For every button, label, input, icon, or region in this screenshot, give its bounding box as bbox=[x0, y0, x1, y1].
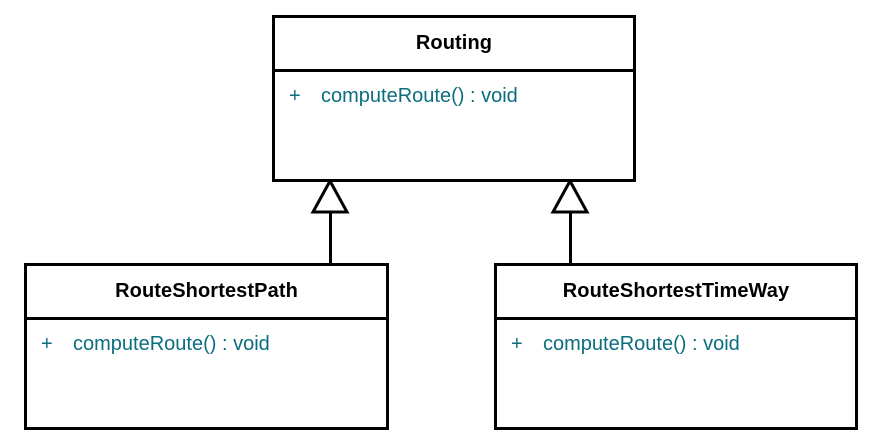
visibility-marker: + bbox=[41, 333, 53, 355]
class-box-route-shortest-path[interactable]: RouteShortestPath + computeRoute() : voi… bbox=[24, 263, 389, 430]
visibility-marker: + bbox=[289, 85, 301, 107]
class-box-route-shortest-time-way[interactable]: RouteShortestTimeWay + computeRoute() : … bbox=[494, 263, 858, 430]
class-name-routing: Routing bbox=[275, 18, 633, 72]
generalization-triangle-icon bbox=[310, 178, 350, 214]
class-name-route-shortest-path: RouteShortestPath bbox=[27, 266, 386, 320]
generalization-triangle-icon bbox=[550, 178, 590, 214]
class-operations-route-shortest-path: + computeRoute() : void bbox=[27, 320, 386, 357]
generalization-line bbox=[568, 210, 572, 266]
visibility-marker: + bbox=[511, 333, 523, 355]
operation-row[interactable]: + computeRoute() : void bbox=[27, 331, 386, 357]
operation-signature: computeRoute() : void bbox=[321, 85, 518, 107]
operation-signature: computeRoute() : void bbox=[73, 333, 270, 355]
operation-row[interactable]: + computeRoute() : void bbox=[497, 331, 855, 357]
operation-row[interactable]: + computeRoute() : void bbox=[275, 83, 633, 109]
class-box-routing[interactable]: Routing + computeRoute() : void bbox=[272, 15, 636, 182]
generalization-line bbox=[328, 210, 332, 266]
class-name-route-shortest-time-way: RouteShortestTimeWay bbox=[497, 266, 855, 320]
operation-signature: computeRoute() : void bbox=[543, 333, 740, 355]
class-operations-routing: + computeRoute() : void bbox=[275, 72, 633, 109]
class-operations-route-shortest-time-way: + computeRoute() : void bbox=[497, 320, 855, 357]
